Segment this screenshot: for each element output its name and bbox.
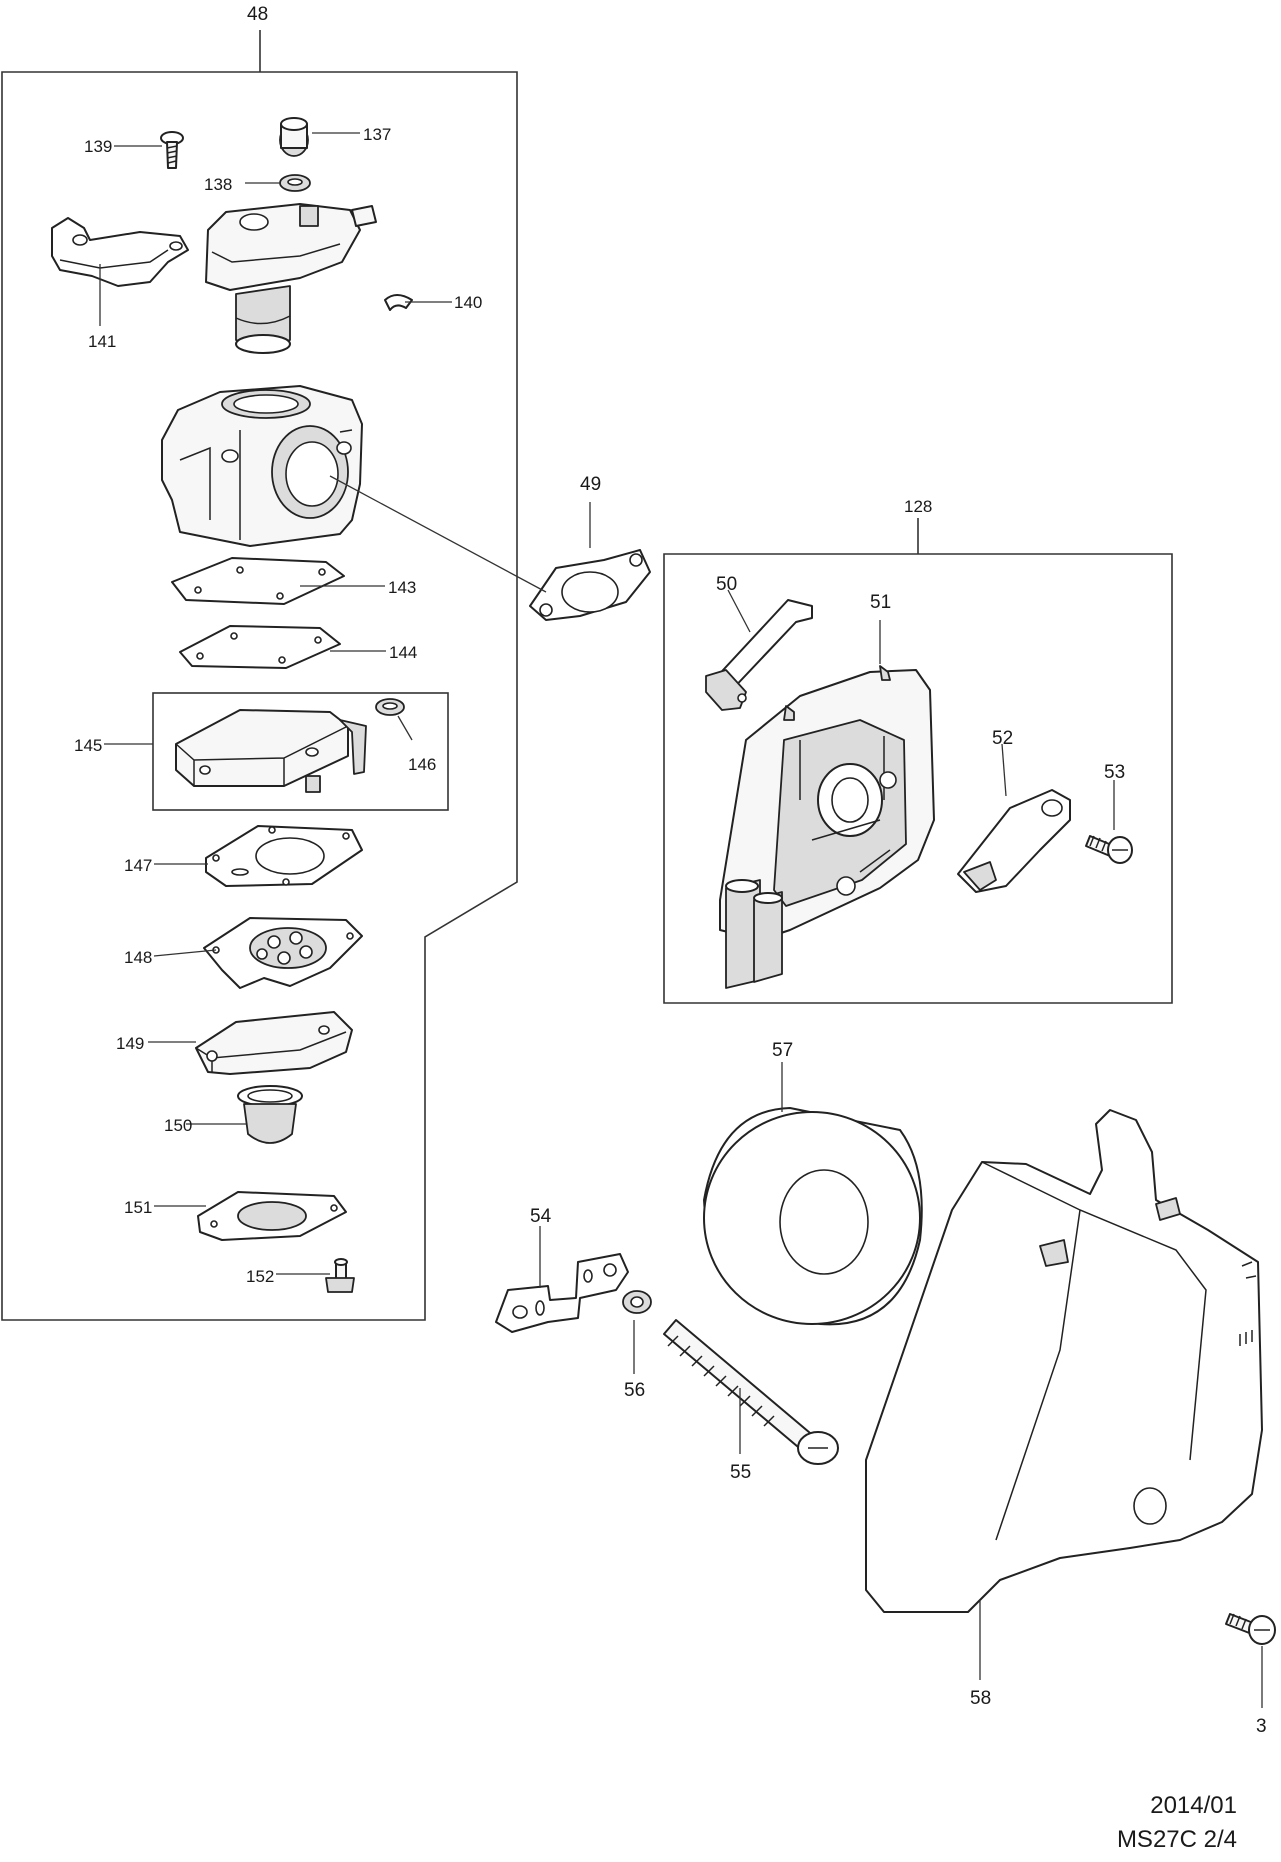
part-57-filter-sponge — [703, 1107, 923, 1326]
callout-150: 150 — [164, 1116, 192, 1135]
part-143-gasket — [171, 557, 345, 605]
part-150-primer-bulb — [237, 1085, 303, 1144]
part-146-ring — [375, 698, 405, 716]
callout-52: 52 — [992, 728, 1013, 749]
part-144-diaphragm — [179, 625, 341, 669]
footer-model-page: MS27C 2/4 — [1116, 1826, 1237, 1853]
part-145-pump-body — [175, 709, 367, 793]
callout-152: 152 — [246, 1267, 274, 1286]
part-58-filter-cover — [865, 1109, 1263, 1613]
callout-48: 48 — [247, 4, 268, 25]
part-148-diaphragm — [203, 917, 363, 989]
callout-137: 137 — [363, 125, 391, 144]
callout-55: 55 — [730, 1462, 751, 1483]
callout-144: 144 — [389, 643, 417, 662]
callout-149: 149 — [116, 1034, 144, 1053]
callout-147: 147 — [124, 856, 152, 875]
callout-151: 151 — [124, 1198, 152, 1217]
callout-3: 3 — [1256, 1716, 1267, 1737]
part-140-clip — [384, 294, 413, 311]
part-52-choke-plate — [957, 789, 1071, 893]
part-152-screw — [325, 1258, 355, 1293]
callout-128: 128 — [904, 497, 932, 516]
callout-labels: 48 137 138 139 140 141 143 144 145 146 1… — [74, 4, 1267, 1737]
part-50-choke-lever — [705, 599, 813, 711]
group-frame-128 — [663, 518, 1173, 1004]
callout-49: 49 — [580, 474, 601, 495]
callout-143: 143 — [388, 578, 416, 597]
footer-date: 2014/01 — [1150, 1792, 1237, 1819]
part-51-filter-base — [719, 665, 935, 989]
callout-58: 58 — [970, 1688, 991, 1709]
callout-148: 148 — [124, 948, 152, 967]
part-147-gasket — [205, 825, 363, 887]
part-throttle-assembly — [205, 203, 377, 354]
part-139-screw — [160, 131, 184, 169]
part-138-ring — [279, 174, 311, 192]
callout-138: 138 — [204, 175, 232, 194]
part-141-lever-bracket — [51, 217, 189, 287]
callout-57: 57 — [772, 1040, 793, 1061]
callout-50: 50 — [716, 574, 737, 595]
callout-53: 53 — [1104, 762, 1125, 783]
part-3-screw — [1225, 1613, 1276, 1645]
leader-lines — [99, 132, 1263, 1708]
group-frame-48 — [1, 30, 518, 1321]
part-149-cover — [195, 1011, 353, 1075]
callout-145: 145 — [74, 736, 102, 755]
part-137-knob — [279, 117, 309, 157]
part-53-screw — [1085, 835, 1133, 864]
callout-146: 146 — [408, 755, 436, 774]
callout-140: 140 — [454, 293, 482, 312]
callout-54: 54 — [530, 1206, 552, 1227]
callout-51: 51 — [870, 592, 891, 613]
callout-141: 141 — [88, 332, 116, 351]
callout-139: 139 — [84, 137, 112, 156]
group-frame-145 — [152, 692, 449, 811]
part-carburetor-body — [161, 385, 363, 547]
part-56-washer — [622, 1290, 652, 1314]
part-151-plate — [197, 1191, 347, 1241]
callout-56: 56 — [624, 1380, 645, 1401]
part-55-bolt — [663, 1319, 839, 1465]
part-49-gasket — [529, 549, 651, 621]
part-54-bracket — [495, 1253, 629, 1333]
